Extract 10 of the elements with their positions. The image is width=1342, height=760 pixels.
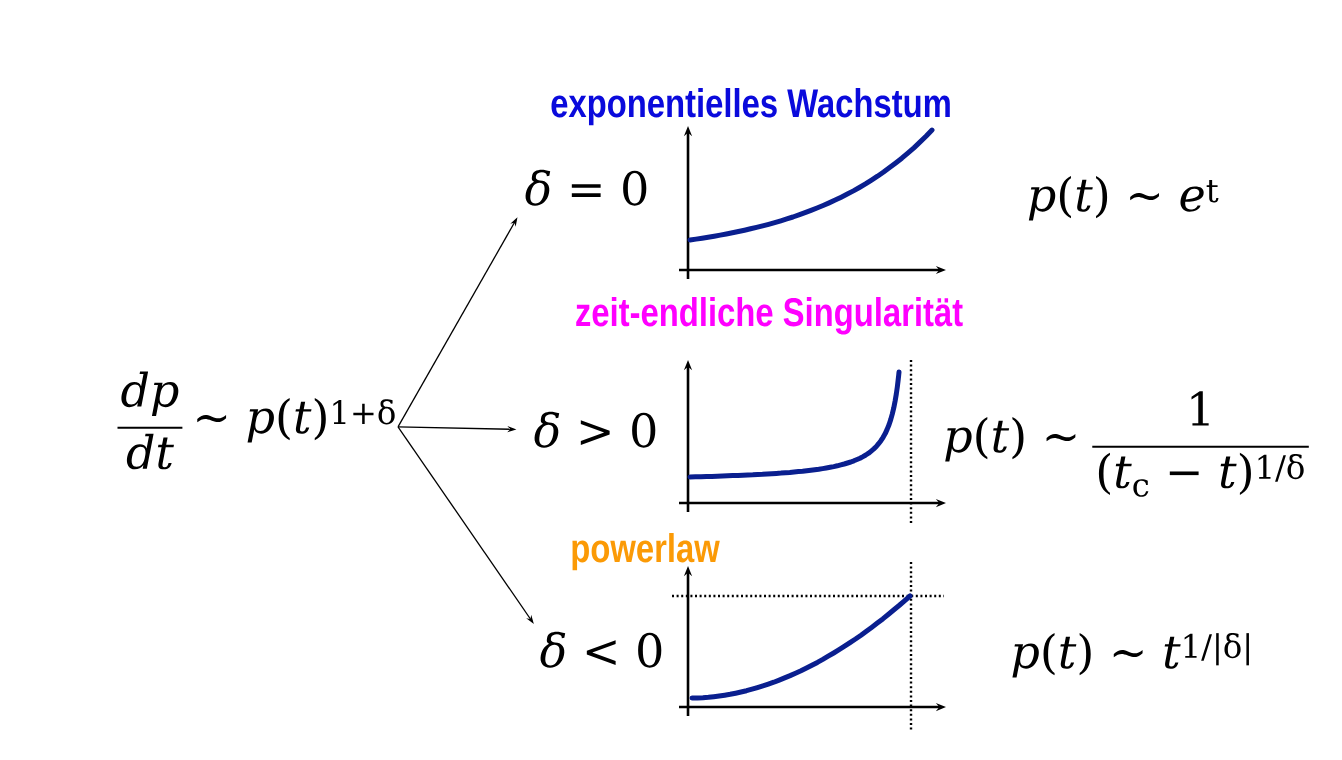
formula: dp dt ∼ p(t)$^{1+δ}$ (116, 371, 395, 470)
formula: δ = 0 (525, 169, 647, 206)
formula: δ < 0 (540, 631, 662, 668)
formula: p(t) ∼ e$^{t}$ (1028, 176, 1219, 221)
formula: δ > 0 (534, 411, 656, 448)
heading: exponentielles Wachstum (551, 88, 950, 126)
heading: zeit-endliche Singularität (576, 297, 963, 335)
formula: p(t) ∼ t$^{1/|δ|}$ (1012, 633, 1249, 678)
formula: p(t) ∼ 1 (t$_{c}$ − t)$^{1/δ}$ (945, 391, 1310, 497)
heading: powerlaw (572, 533, 720, 571)
